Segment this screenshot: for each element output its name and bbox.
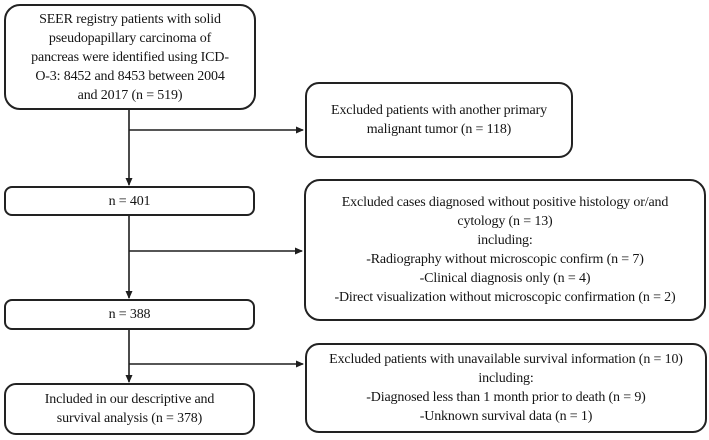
text-line: cytology (n = 13): [457, 214, 553, 229]
node-n388-label: n = 388: [108, 307, 151, 322]
text-line: SEER registry patients with solid: [39, 11, 221, 27]
text-line: O-3: 8452 and 8453 between 2004: [35, 68, 225, 84]
node-seer-cohort: SEER registry patients with solid pseudop…: [4, 4, 256, 110]
text-line: -Diagnosed less than 1 month prior to de…: [366, 390, 646, 405]
text-line: Excluded cases diagnosed without positiv…: [341, 195, 669, 210]
node-n401-label: n = 401: [108, 193, 151, 209]
text-line: -Unknown survival data (n = 1): [419, 409, 593, 424]
text-line: and 2017 (n = 519): [77, 87, 183, 103]
text-line: including:: [477, 233, 533, 248]
node-included-analysis: Included in our descriptive and survival …: [4, 383, 255, 435]
node-excluded-primary-tumor: Excluded patients with another primary ma…: [305, 82, 573, 158]
text-line: including:: [478, 371, 534, 386]
node-n401: n = 401: [4, 186, 255, 216]
text-line: Excluded patients with another primary: [331, 103, 547, 118]
text-line: -Radiography without microscopic confirm…: [366, 252, 644, 267]
text-line: pseudopapillary carcinoma of: [48, 30, 212, 46]
text-line: survival analysis (n = 378): [56, 411, 203, 426]
node-excluded-survival: Excluded patients with unavailable survi…: [305, 343, 707, 433]
node-n388: n = 388: [4, 299, 255, 330]
text-line: Excluded patients with unavailable survi…: [329, 352, 683, 367]
text-line: Included in our descriptive and: [44, 392, 215, 407]
node-excluded-histology: Excluded cases diagnosed without positiv…: [304, 179, 706, 321]
text-line: malignant tumor (n = 118): [366, 122, 512, 137]
text-line: -Clinical diagnosis only (n = 4): [419, 271, 591, 286]
text-line: -Direct visualization without microscopi…: [334, 290, 676, 305]
text-line: pancreas were identified using ICD-: [31, 49, 229, 65]
